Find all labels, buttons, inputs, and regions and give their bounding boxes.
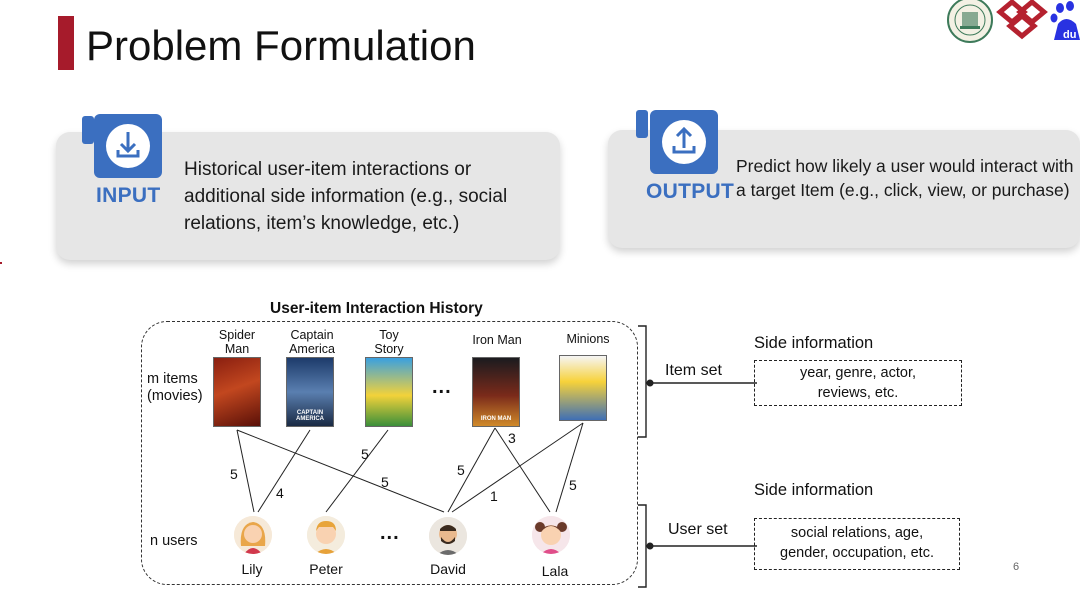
university-logos: du [944,0,1080,48]
title-accent-bar [58,16,74,70]
user-side-info-box: social relations, age, gender, occupatio… [754,518,960,570]
edge-weight-ironman-lala: 3 [508,430,516,446]
user-name-lala: Lala [541,563,569,579]
user-name-peter: Peter [309,561,343,577]
edge-captain-lily [257,429,311,513]
user-set-brace [638,504,647,588]
users-ellipsis: ... [380,522,400,544]
item-label-minions: Minions [566,332,610,346]
item-side-info-heading: Side information [754,334,874,352]
edge-weight-minions-david: 1 [490,488,498,504]
page-number: 6 [1013,561,1020,573]
edge-weight-captain-lily: 4 [276,485,284,501]
interaction-history-frame [141,321,638,585]
edge-weight-spiderman-lily: 5 [230,466,238,482]
item-set-label: Item set [665,362,722,379]
avatar-david [429,517,467,555]
edge-weight-ironman-david: 5 [457,462,465,478]
poster-spiderman [213,357,261,427]
polyu-logo [996,0,1048,40]
diagram-title: User-item Interaction History [270,300,483,317]
user-name-lily: Lily [241,561,263,577]
items-ellipsis: ... [432,376,452,398]
items-label-movies: (movies) [147,388,203,404]
edge-weight-spiderman-david: 5 [381,474,389,490]
poster-minions [559,355,607,421]
slide-title: Problem Formulation [86,22,476,69]
avatar-lily [234,516,272,554]
item-label-iron-man: Iron Man [472,333,522,347]
poster-captain-america: CAPTAIN AMERICA [286,357,334,427]
user-set-label: User set [668,521,728,538]
avatar-peter [307,516,345,554]
edge-weight-toystory-peter: 5 [361,446,369,462]
input-card: Historical user-item interactions or add… [56,132,560,260]
edge-minions-david [451,422,584,513]
download-icon [94,114,162,178]
users-label: n users [150,533,198,549]
edge-ironman-david [447,427,496,513]
baidu-logo: du [1050,1,1080,41]
user-name-david: David [430,561,466,577]
edge-toystory-peter [325,429,389,513]
output-description: Predict how likely a user would interact… [736,156,1074,200]
input-tab-decoration [82,116,94,144]
user-set-dot [646,542,654,550]
item-set-dot [646,379,654,387]
upload-icon [650,110,718,174]
output-tab-decoration [636,110,648,138]
input-description: Historical user-item interactions or add… [184,159,508,234]
edge-minions-lala [555,422,584,513]
university-seal-logo [947,0,993,43]
edge-spiderman-lily [236,429,255,513]
edge-ironman-lala [494,427,551,513]
input-label: INPUT [96,184,161,207]
item-side-info-box: year, genre, actor, reviews, etc. [754,360,962,406]
item-set-brace [638,325,647,438]
edge-spiderman-david [236,429,445,513]
user-side-info-heading: Side information [754,481,874,499]
poster-toy-story [365,357,413,427]
poster-iron-man: IRON MAN [472,357,520,427]
avatar-lala [532,516,570,554]
stray-mark [0,262,2,264]
edge-weight-minions-lala: 5 [569,477,577,493]
items-label-m: m items [147,371,198,387]
output-label: OUTPUT [646,180,735,203]
svg-text:du: du [1063,29,1076,41]
